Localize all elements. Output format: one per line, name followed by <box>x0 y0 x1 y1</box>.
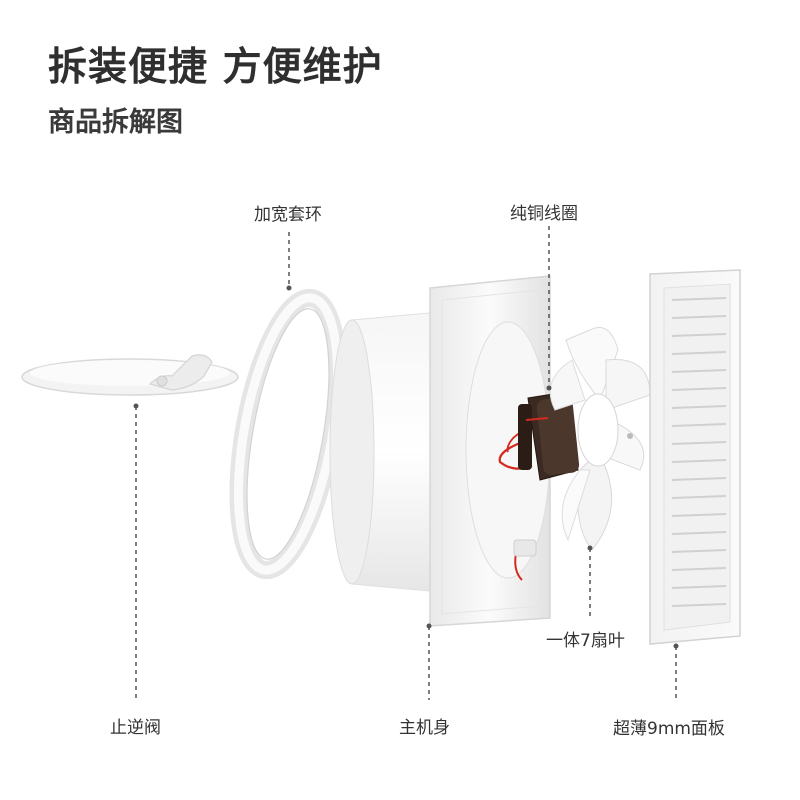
label-blades: 一体7扇叶 <box>546 631 625 651</box>
label-main-body: 主机身 <box>399 718 450 738</box>
page-title: 拆装便捷 方便维护 <box>48 45 383 90</box>
seven-blade-fan-part <box>549 327 651 551</box>
check-valve-part <box>21 354 239 396</box>
label-coil: 纯铜线圈 <box>510 204 578 224</box>
label-collar: 加宽套环 <box>254 205 322 225</box>
page-subtitle: 商品拆解图 <box>48 107 183 138</box>
label-panel: 超薄9mm面板 <box>613 719 725 739</box>
main-body-part <box>329 275 551 627</box>
ultra-thin-panel-part <box>649 269 741 645</box>
copper-coil-motor-part <box>518 391 580 481</box>
label-check-valve: 止逆阀 <box>110 718 161 738</box>
